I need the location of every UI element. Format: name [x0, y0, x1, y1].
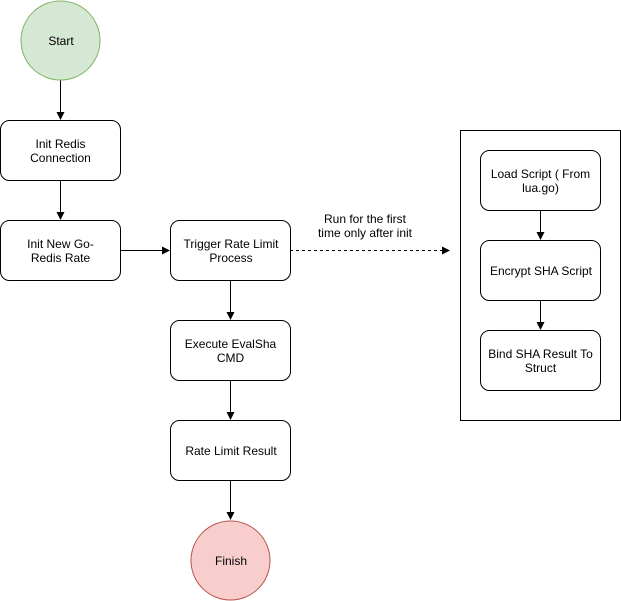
- first-run-edge-label: Run for the first time only after init: [317, 212, 413, 240]
- finish-node: [190, 520, 271, 601]
- encrypt-sha-label: Encrypt SHA Script: [489, 264, 593, 278]
- bind-sha-label: Bind SHA Result To Struct: [488, 347, 593, 375]
- bind-sha-node: [480, 330, 601, 391]
- load-script-node: [480, 150, 601, 211]
- init-go-redis-node: [0, 220, 121, 281]
- result-label: Rate Limit Result: [185, 444, 277, 458]
- finish-label: Finish: [214, 554, 247, 568]
- load-script-label: Load Script ( From lua.go): [490, 167, 591, 195]
- start-label: Start: [48, 34, 74, 48]
- trigger-node: [170, 220, 291, 281]
- init-redis-node: [0, 120, 121, 181]
- encrypt-sha-node: [480, 240, 601, 301]
- result-node: [170, 420, 291, 481]
- init-go-redis-label: Init New Go-Redis Rate: [27, 237, 94, 265]
- init-redis-label: Init Redis Connection: [30, 137, 91, 165]
- trigger-label: Trigger Rate Limit Process: [183, 237, 279, 265]
- evalsha-label: Execute EvalSha CMD: [184, 337, 277, 365]
- evalsha-node: [170, 320, 291, 381]
- start-node: [20, 0, 101, 81]
